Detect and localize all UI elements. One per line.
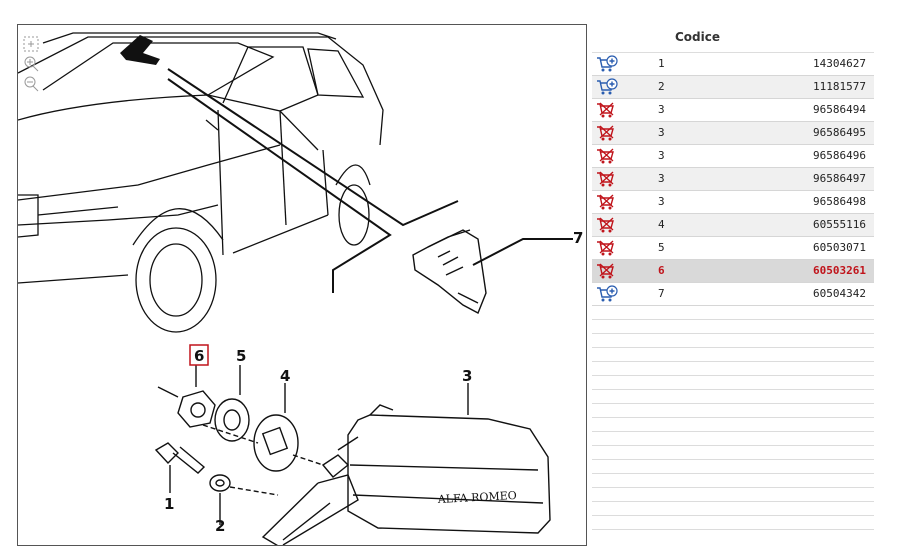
table-row[interactable]: 1 14304627 [592, 53, 874, 76]
row-position: 6 [658, 264, 665, 277]
callout-6-highlight [189, 344, 209, 366]
table-row[interactable]: 5 60503071 [592, 237, 874, 260]
empty-row [592, 488, 874, 502]
empty-row [592, 516, 874, 530]
row-position: 4 [658, 218, 665, 231]
exploded-parts-diagram[interactable]: ALFA ROMEO [17, 24, 587, 546]
row-position: 1 [658, 57, 665, 70]
unavailable-cart-icon[interactable] [596, 101, 618, 119]
unavailable-cart-icon[interactable] [596, 239, 618, 257]
table-row[interactable]: 3 96586494 [592, 99, 874, 122]
column-header-code: Codice [675, 30, 721, 44]
row-part-code: 11181577 [813, 80, 866, 93]
add-to-cart-icon[interactable] [596, 78, 618, 96]
callout-6[interactable]: 6 [194, 347, 204, 365]
row-part-code: 96586495 [813, 126, 866, 139]
empty-row [592, 418, 874, 432]
parts-table-empty-rows [592, 306, 874, 530]
table-row[interactable]: 3 96586497 [592, 168, 874, 191]
fit-to-window-icon[interactable] [22, 35, 40, 53]
row-position: 3 [658, 126, 665, 139]
empty-row [592, 474, 874, 488]
row-position: 7 [658, 287, 665, 300]
table-row[interactable]: 4 60555116 [592, 214, 874, 237]
row-part-code: 60555116 [813, 218, 866, 231]
callout-2[interactable]: 2 [215, 517, 225, 535]
table-row[interactable]: 3 96586496 [592, 145, 874, 168]
unavailable-cart-icon[interactable] [596, 216, 618, 234]
row-part-code: 96586494 [813, 103, 866, 116]
unavailable-cart-icon[interactable] [596, 170, 618, 188]
empty-row [592, 348, 874, 362]
empty-row [592, 404, 874, 418]
callout-ticks [169, 365, 469, 525]
row-part-code: 60503261 [813, 264, 866, 277]
mirror-location-marker [120, 35, 160, 65]
add-to-cart-icon[interactable] [596, 55, 618, 73]
zoom-in-icon[interactable] [22, 55, 40, 73]
leader-lines [167, 68, 573, 293]
mirror-housing-3 [261, 404, 551, 545]
row-part-code: 14304627 [813, 57, 866, 70]
row-part-code: 60503071 [813, 241, 866, 254]
parts-table-body: 1 14304627 2 11181577 3 96586494 3 96586495 3 965… [592, 53, 874, 306]
empty-row [592, 460, 874, 474]
row-position: 5 [658, 241, 665, 254]
unavailable-cart-icon[interactable] [596, 262, 618, 280]
table-row[interactable]: 3 96586498 [592, 191, 874, 214]
unavailable-cart-icon[interactable] [596, 124, 618, 142]
callout-4[interactable]: 4 [280, 367, 290, 385]
row-part-code: 96586496 [813, 149, 866, 162]
mirror-assembly-7 [412, 229, 487, 314]
empty-row [592, 306, 874, 320]
callout-3[interactable]: 3 [462, 367, 472, 385]
parts-list-panel: Codice 1 14304627 2 11181577 3 96586494 3 96586… [592, 24, 874, 546]
row-part-code: 96586498 [813, 195, 866, 208]
table-row[interactable]: 7 60504342 [592, 283, 874, 306]
row-part-code: 60504342 [813, 287, 866, 300]
row-position: 3 [658, 149, 665, 162]
callout-5[interactable]: 5 [236, 347, 246, 365]
empty-row [592, 334, 874, 348]
empty-row [592, 432, 874, 446]
table-row[interactable]: 6 60503261 [592, 260, 874, 283]
table-row[interactable]: 2 11181577 [592, 76, 874, 99]
unavailable-cart-icon[interactable] [596, 147, 618, 165]
add-to-cart-icon[interactable] [596, 285, 618, 303]
empty-row [592, 502, 874, 516]
row-position: 3 [658, 195, 665, 208]
empty-row [592, 390, 874, 404]
empty-row [592, 320, 874, 334]
table-row[interactable]: 3 96586495 [592, 122, 874, 145]
empty-row [592, 362, 874, 376]
parts-table-header: Codice [592, 24, 874, 53]
row-position: 3 [658, 172, 665, 185]
callout-7[interactable]: 7 [573, 229, 583, 247]
zoom-out-icon[interactable] [22, 75, 40, 93]
unavailable-cart-icon[interactable] [596, 193, 618, 211]
empty-row [592, 446, 874, 460]
callout-1[interactable]: 1 [164, 495, 174, 513]
car-outline [18, 32, 384, 333]
row-part-code: 96586497 [813, 172, 866, 185]
empty-row [592, 376, 874, 390]
row-position: 3 [658, 103, 665, 116]
small-parts [154, 386, 324, 496]
alfa-romeo-logo: ALFA ROMEO [436, 489, 517, 506]
row-position: 2 [658, 80, 665, 93]
